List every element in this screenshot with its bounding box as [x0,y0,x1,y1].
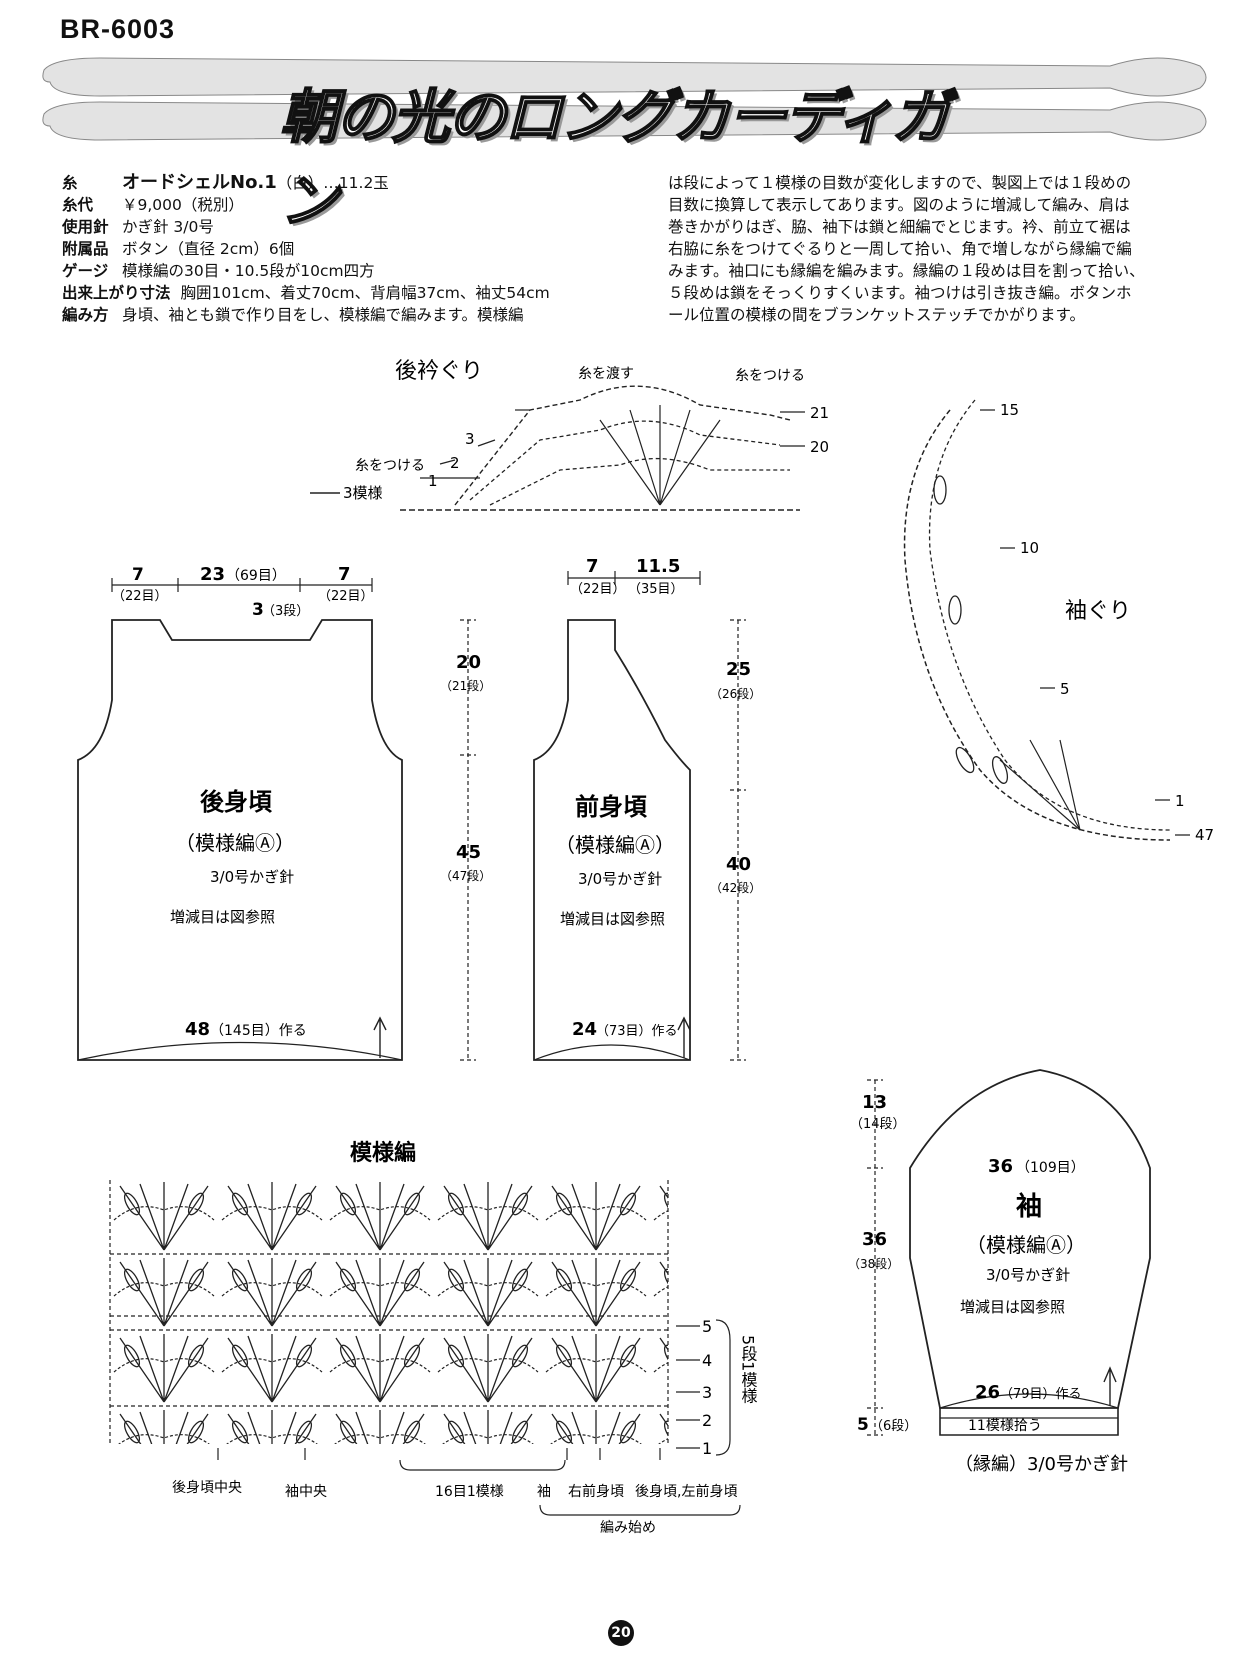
sleeve-width-st: （109目） [1016,1160,1085,1176]
chart-row-2: 2 [702,1411,712,1430]
back-neck-pattern3: 3模様 [343,484,383,502]
armhole-row-15: 15 [1000,401,1019,419]
back-body-pattern: （模様編Ⓐ） [175,831,295,855]
back-neck-row-2: 2 [450,454,460,472]
sleeve-length-rows: （38段） [848,1256,899,1271]
back-neck-row-3: 3 [465,430,475,448]
attach-yarn-right-label: 糸をつける [735,368,805,384]
chart-label-repeat: 16目1模様 [435,1484,504,1500]
chart-label-back-center: 後身頃中央 [172,1480,242,1496]
pattern-chart-title: 模様編 [350,1140,416,1166]
sleeve-cap-rows: （14段） [850,1117,906,1132]
front-body-outline [533,619,691,1061]
chart-row-4: 4 [702,1351,712,1370]
armhole-row-5: 5 [1060,680,1070,698]
chart-row-1: 1 [702,1439,712,1458]
back-lower-length: 45 [456,842,481,863]
attach-yarn-left-label: 糸をつける [355,458,425,474]
sleeve-cap: 13 [862,1092,887,1113]
title-banner [42,57,1207,141]
back-shoulder-left-st: （22目） [112,589,168,604]
back-upper-rows: （21段） [440,678,491,693]
armhole-row-10: 10 [1020,539,1039,557]
armhole-chart [903,399,1190,841]
spec-size: 出来上がり寸法胸囲101cm、着丈70cm、背肩幅37cm、袖丈54cm [62,284,550,302]
back-width: 48 [185,1019,210,1040]
pattern-chart-grid [110,1180,668,1444]
armhole-row-1: 1 [1175,792,1185,810]
sleeve-pick: 11模様拾う [968,1418,1042,1434]
back-shoulder-right: 7 [338,564,351,585]
chart-start-label: 編み始め [600,1520,656,1536]
back-neck-depth: 3 [252,600,264,620]
front-neck-width-st: （35目） [628,582,684,597]
back-body-hook: 3/0号かぎ針 [210,868,294,886]
chart-label-right-front: 右前身頃 [568,1483,624,1500]
back-neck-row-1: 1 [428,472,438,490]
pattern-code: BR-6003 [60,14,176,44]
armhole-title: 袖ぐり [1065,599,1131,624]
front-shoulder: 7 [586,556,599,577]
armhole-row-47: 47 [1195,826,1214,844]
pass-yarn-label: 糸を渡す [578,366,634,382]
back-shoulder-right-st: （22目） [318,589,374,604]
back-neck-row-21: 21 [810,404,829,422]
back-neck-width-st: （69目） [226,568,286,584]
sleeve-note: 増減目は図参照 [960,1298,1065,1316]
front-upper-length: 25 [726,659,751,680]
back-body-outline [77,619,403,1061]
spec-needle: 使用針かぎ針 3/0号 [62,218,214,236]
spec-yarn: 糸オードシェルNo.1（白）…11.2玉 [62,172,389,193]
front-shoulder-st: （22目） [570,582,626,597]
front-width: 24 [572,1019,597,1040]
back-neck-row-20: 20 [810,438,829,456]
sleeve-width: 36 [988,1156,1013,1177]
back-neck-width: 23 [200,564,225,585]
sleeve-edge: 5 [857,1415,869,1435]
spec-method: 編み方身頃、袖とも鎖で作り目をし、模様編で編みます。模様編 [62,306,524,324]
front-lower-rows: （42段） [710,880,761,895]
back-body-name: 後身頃 [200,788,273,816]
front-body-pattern: （模様編Ⓐ） [555,833,675,857]
front-body-hook: 3/0号かぎ針 [578,870,662,888]
sleeve-pattern: （模様編Ⓐ） [966,1233,1086,1257]
front-upper-rows: （26段） [710,686,761,701]
sleeve-edge-rows: （6段） [870,1419,917,1434]
back-body-note: 増減目は図参照 [170,908,275,926]
front-body-note: 増減目は図参照 [560,910,665,928]
back-width-st: （145目）作る [210,1023,307,1039]
back-lower-rows: （47段） [440,868,491,883]
sleeve-cuff-width: 26 [975,1382,1000,1403]
chart-label-sleeve-center: 袖中央 [285,1484,327,1500]
spec-list: 糸オードシェルNo.1（白）…11.2玉 糸代￥9,000（税別） 使用針かぎ針… [62,172,652,326]
sleeve-edge-name: （縁編）3/0号かぎ針 [955,1454,1128,1475]
chart-row-3: 3 [702,1383,712,1402]
spec-price: 糸代￥9,000（税別） [62,196,244,214]
spec-accessory: 附属品ボタン（直径 2cm）6個 [62,240,295,258]
sleeve-outline [909,1069,1151,1409]
page-title: 朝の光のロングカーディガン [279,82,951,236]
sleeve-length: 36 [862,1229,887,1250]
back-shoulder-left: 7 [132,565,144,585]
front-width-st: （73目）作る [596,1024,678,1039]
page-number: 20 [608,1620,634,1646]
chart-repeat-rows: 5段1模様 [739,1335,758,1403]
front-neck-width: 11.5 [636,556,680,577]
chart-label-back-left-front: 後身頃,左前身頃 [635,1483,737,1500]
back-neck-chart [310,385,805,511]
sleeve-hook: 3/0号かぎ針 [986,1266,1070,1284]
front-body-name: 前身頃 [575,793,648,821]
back-neck-depth-rows: （3段） [262,604,309,619]
back-upper-length: 20 [456,652,481,673]
sleeve-cuff-st: （79目）作る [1000,1387,1082,1402]
back-neck-title: 後衿ぐり [395,359,483,384]
sleeve-name: 袖 [1016,1191,1042,1222]
spec-gauge: ゲージ模様編の30目・10.5段が10cm四方 [62,262,375,280]
front-lower-length: 40 [726,854,751,875]
method-text: は段によって１模様の目数が変化しますので、製図上では１段めの 目数に換算して表示… [668,174,1145,324]
chart-row-5: 5 [702,1317,712,1336]
chart-label-sleeve: 袖 [537,1484,551,1500]
